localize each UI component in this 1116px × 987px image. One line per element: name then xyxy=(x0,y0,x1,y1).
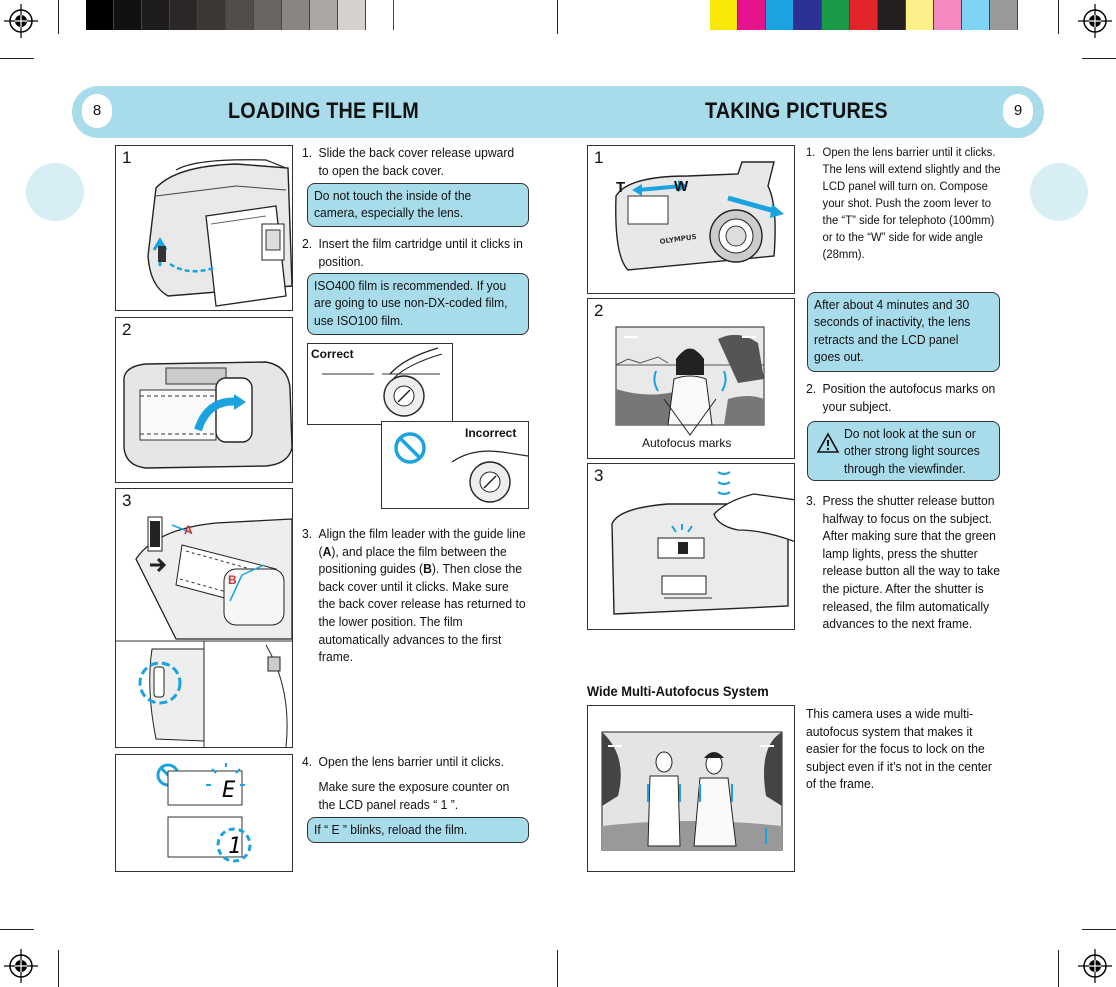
color-swatch xyxy=(766,0,794,30)
color-swatch xyxy=(934,0,962,30)
illustration-correct: Correct xyxy=(307,343,453,425)
step-4-text: 4.Open the lens barrier until it clicks. xyxy=(302,754,504,769)
step-3-right-text: 3.Press the shutter release button halfw… xyxy=(806,493,1000,632)
registration-mark-icon xyxy=(1078,949,1112,983)
panel-number: 2 xyxy=(122,320,132,339)
zoom-w-label: W xyxy=(674,178,689,195)
cartridge-incorrect-icon xyxy=(394,432,528,503)
camera-cartridge-icon xyxy=(123,361,292,469)
gray-swatch xyxy=(226,0,254,30)
guide-label-b: B xyxy=(228,573,237,587)
color-bar xyxy=(710,0,1018,30)
incorrect-label: Incorrect xyxy=(465,426,517,440)
registration-mark-icon xyxy=(1078,4,1112,38)
illustration-zoom-lever: 1 OLYMPUS T W xyxy=(587,145,795,294)
illustration-insert-cartridge: 2 xyxy=(115,317,293,483)
illustration-incorrect: Incorrect xyxy=(381,421,529,509)
crop-mark xyxy=(1058,0,1059,34)
color-swatch xyxy=(794,0,822,30)
guide-label-a: A xyxy=(184,523,193,537)
camera-open-back-icon xyxy=(147,159,292,307)
autofocus-marks-caption: Autofocus marks xyxy=(642,436,732,450)
gray-swatch xyxy=(254,0,282,30)
panel-number: 2 xyxy=(594,301,604,320)
crop-mark xyxy=(557,0,558,34)
camera-film-leader-icon xyxy=(116,516,292,747)
illustration-open-back-cover: 1 xyxy=(115,145,293,311)
illustration-lcd-counter: E 1 xyxy=(115,754,293,872)
svg-text:E: E xyxy=(222,778,236,803)
step-2-text: 2.Insert the film cartridge until it cli… xyxy=(302,236,523,269)
color-swatch xyxy=(962,0,990,30)
cartridge-correct-icon xyxy=(322,347,443,417)
color-swatch xyxy=(738,0,766,30)
lcd-counter-icon: E 1 xyxy=(156,763,252,863)
step-2-right-text: 2.Position the autofocus marks on your s… xyxy=(806,381,996,414)
crop-mark xyxy=(0,929,34,930)
gray-swatch xyxy=(142,0,170,30)
side-dot xyxy=(1030,163,1088,221)
step-4-counter-text: Make sure the exposure counter on the LC… xyxy=(318,779,510,812)
camera-shutter-icon xyxy=(611,471,794,615)
zoom-t-label: T xyxy=(616,179,626,196)
gray-swatch xyxy=(366,0,394,30)
gray-swatch xyxy=(198,0,226,30)
left-page-title: LOADING THE FILM xyxy=(228,98,419,123)
gray-swatch xyxy=(86,0,114,30)
viewfinder-couple-icon xyxy=(601,731,783,851)
color-swatch xyxy=(906,0,934,30)
side-dot xyxy=(26,163,84,221)
page-number-left: 8 xyxy=(82,94,112,128)
page-number-right: 9 xyxy=(1003,94,1033,128)
gray-swatch xyxy=(282,0,310,30)
step-1-right-text: 1.Open the lens barrier until it clicks.… xyxy=(806,145,1001,261)
note-reload-film: If “ E ” blinks, reload the film. xyxy=(307,817,529,843)
gray-swatch xyxy=(310,0,338,30)
gray-swatch xyxy=(170,0,198,30)
illustration-shutter-press: 3 xyxy=(587,463,795,630)
grayscale-bar xyxy=(86,0,394,30)
crop-mark xyxy=(1082,929,1116,930)
color-swatch xyxy=(850,0,878,30)
color-swatch xyxy=(990,0,1018,30)
illustration-autofocus-marks: 2 Autofocus marks xyxy=(587,298,795,459)
color-swatch xyxy=(822,0,850,30)
svg-text:1: 1 xyxy=(228,834,241,859)
panel-number: 3 xyxy=(122,491,132,510)
registration-mark-icon xyxy=(4,949,38,983)
crop-mark xyxy=(58,950,59,987)
crop-mark xyxy=(557,950,558,987)
warning-triangle-icon xyxy=(816,432,840,453)
crop-mark xyxy=(58,0,59,34)
gray-swatch xyxy=(338,0,366,30)
illustration-align-film-leader: 3 A B xyxy=(115,488,293,748)
crop-mark xyxy=(1058,950,1059,987)
step-1-text: 1.Slide the back cover release upward to… xyxy=(302,145,515,178)
correct-label: Correct xyxy=(311,347,354,361)
right-page-title: TAKING PICTURES xyxy=(705,98,888,123)
step-3-text: 3.Align the film leader with the guide l… xyxy=(302,526,526,665)
color-swatch xyxy=(878,0,906,30)
registration-mark-icon xyxy=(4,4,38,38)
crop-mark xyxy=(1082,58,1116,59)
illustration-wide-af xyxy=(587,705,795,872)
header-band xyxy=(72,86,1044,138)
viewfinder-portrait-icon xyxy=(615,326,765,436)
crop-mark xyxy=(0,58,34,59)
panel-number: 3 xyxy=(594,466,604,485)
camera-zoom-icon: OLYMPUS xyxy=(615,161,784,271)
gray-swatch xyxy=(114,0,142,30)
wide-af-heading: Wide Multi-Autofocus System xyxy=(587,683,769,699)
wide-af-text: This camera uses a wide multi-autofocus … xyxy=(806,706,992,792)
panel-number: 1 xyxy=(594,148,604,167)
color-swatch xyxy=(710,0,738,30)
panel-number: 1 xyxy=(122,148,132,167)
